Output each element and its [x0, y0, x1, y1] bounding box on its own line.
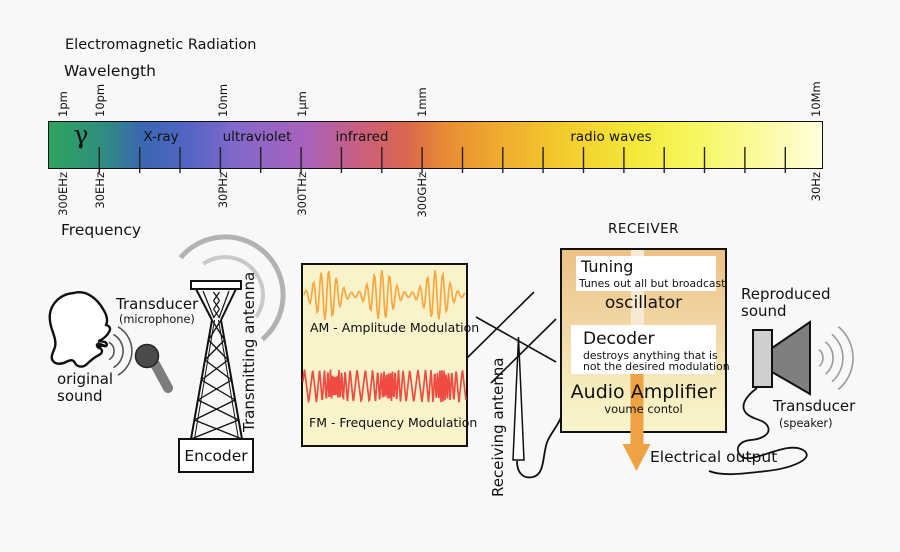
- microphone-icon: [134, 343, 173, 393]
- speaker-icon: [752, 320, 811, 396]
- frequency-tick-label: 30PHz: [215, 172, 230, 209]
- wavelength-tick-label: 10Mm: [808, 81, 823, 117]
- transmitting-antenna-label: Transmitting antenna: [240, 271, 258, 432]
- diagram-title: Electromagnetic Radiation: [65, 37, 257, 53]
- transmission-tower-icon: [190, 280, 243, 440]
- receiving-antenna-icon: [466, 291, 557, 461]
- speaker-transducer-label: Transducer: [773, 397, 856, 415]
- encoder-label: Encoder: [184, 446, 248, 465]
- spectrum-band-label: X-ray: [143, 129, 179, 145]
- wavelength-tick-label: 10pm: [92, 83, 107, 117]
- spectrum-band-label: γ: [73, 120, 89, 149]
- spectrum-band-label: infrared: [335, 129, 389, 145]
- mouth-sound-waves: [108, 326, 133, 376]
- decoder-box: [571, 325, 716, 374]
- decoder-title: Decoder: [583, 329, 655, 349]
- spectrum-bar: γ X-ray ultraviolet infrared radio waves: [48, 120, 823, 169]
- electrical-output-label: Electrical output: [650, 448, 778, 466]
- wavelength-tick-label: 1pm: [55, 91, 70, 117]
- wavelength-heading: Wavelength: [64, 62, 156, 80]
- tuning-title: Tuning: [581, 257, 634, 276]
- spectrum-band-label: ultraviolet: [222, 129, 292, 145]
- receiving-antenna-label: Receiving antenna: [489, 357, 507, 497]
- tuning-subtitle: Tunes out all but broadcast: [579, 277, 726, 290]
- wavelength-tick-label: 1mm: [414, 87, 429, 117]
- wavelength-tick-label: 10nm: [215, 83, 230, 117]
- mic-transducer-label: Transducer: [116, 295, 199, 313]
- decoder-subtitle-2: not the desired modulation: [583, 360, 730, 373]
- receiver-heading: RECEIVER: [608, 221, 679, 237]
- frequency-tick-label: 30EHz: [92, 172, 107, 209]
- original-sound-label: original sound: [57, 370, 114, 405]
- tuning-box: [576, 256, 716, 291]
- mouth-opening: [98, 342, 106, 349]
- receiver-box: [560, 248, 727, 433]
- transmit-wave-arc-outer: [178, 234, 286, 342]
- frequency-tick-label: 300GHz: [414, 172, 429, 218]
- frequency-heading: Frequency: [61, 221, 142, 239]
- fm-label: FM - Frequency Modulation: [309, 415, 478, 430]
- speaker-transducer-sub: (speaker): [779, 417, 833, 430]
- encoder-box: Encoder: [178, 438, 254, 473]
- antenna-wire: [516, 416, 562, 479]
- frequency-tick-label: 300THz: [294, 172, 309, 216]
- decoder-subtitle-1: destroys anything that is: [583, 349, 718, 362]
- oscillator-label: oscillator: [604, 293, 683, 313]
- reproduced-sound-label: Reproduced sound: [741, 285, 831, 320]
- audio-amplifier-label: Audio Amplifier: [570, 381, 717, 403]
- speaker-sound-waves: [818, 325, 854, 391]
- speaking-head-icon: [48, 291, 112, 368]
- mic-transducer-sub: (microphone): [119, 313, 195, 326]
- wavelength-tick-label: 1μm: [294, 91, 309, 117]
- volume-control-label: voume contol: [604, 402, 683, 416]
- frequency-tick-label: 30Hz: [808, 172, 823, 202]
- am-label: AM - Amplitude Modulation: [310, 320, 480, 335]
- spectrum-band-label: radio waves: [570, 129, 652, 145]
- frequency-tick-label: 300EHz: [55, 172, 70, 216]
